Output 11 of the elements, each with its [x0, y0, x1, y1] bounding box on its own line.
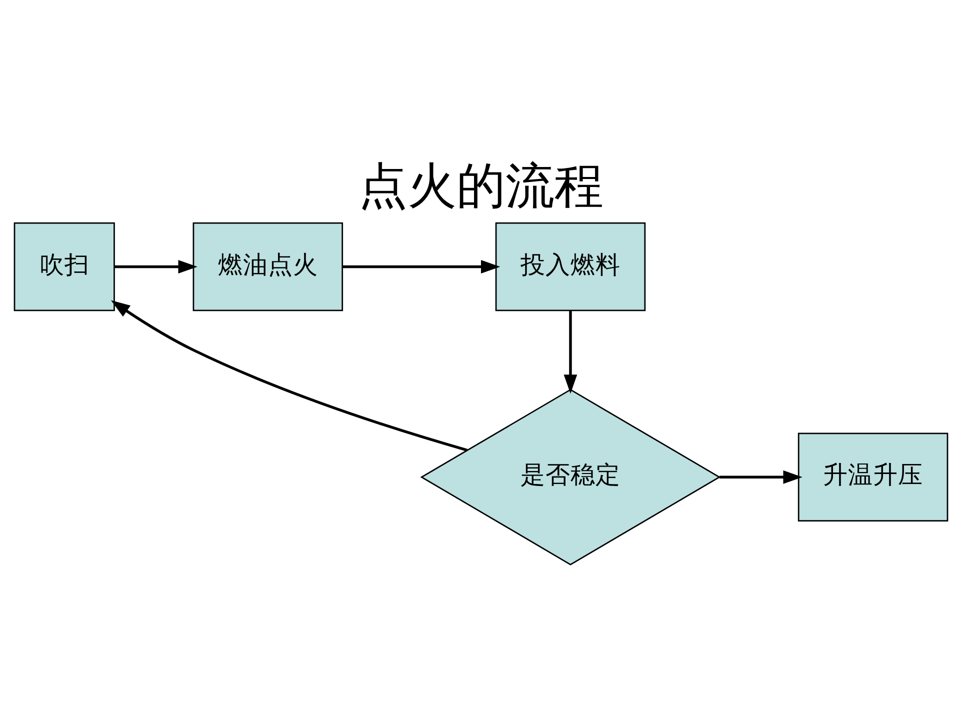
- node-box: 燃油点火: [192, 222, 344, 312]
- arrow: [564, 310, 578, 394]
- node-box: 吹扫: [14, 222, 115, 312]
- arrow: [110, 300, 468, 452]
- node-box: 升温升压: [798, 432, 948, 522]
- arrow: [342, 260, 500, 274]
- node-box: 投入燃料: [495, 222, 646, 312]
- arrow: [720, 470, 802, 484]
- diagram-title: 点火的流程: [358, 156, 604, 214]
- arrow: [114, 260, 198, 274]
- node-diamond: 是否稳定: [420, 388, 721, 566]
